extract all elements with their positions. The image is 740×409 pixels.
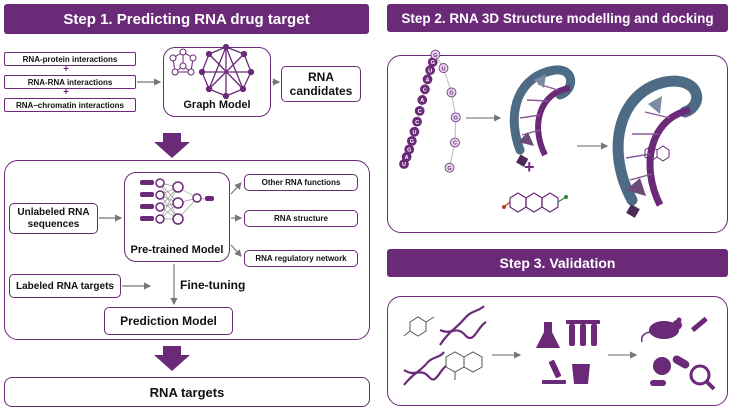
rna-bead [412, 116, 422, 127]
rna-base-label: A [405, 155, 409, 161]
rna-base-label: G [410, 139, 414, 145]
rna-base-label: G [407, 148, 411, 154]
fine-tuning-label: Fine-tuning [180, 278, 246, 292]
rna-candidates-box: RNA candidates [281, 66, 361, 102]
docked-complex-structure [612, 75, 703, 218]
rna-regulatory-network-box: RNA regulatory network [244, 250, 358, 267]
rna-base-label: G [449, 91, 453, 97]
other-rna-functions-box: Other RNA functions [244, 174, 358, 191]
rna-bead [422, 74, 433, 85]
rna-bead [414, 105, 425, 116]
rna-base-label: G [431, 60, 435, 66]
graph-network-icon [169, 48, 197, 76]
plus-sign-1: + [63, 64, 69, 75]
rna-base-label: A [426, 77, 430, 83]
rna-base-label: G [454, 116, 458, 122]
rna-bead [450, 112, 461, 123]
rna-chromatin-interactions-box: RNA–chromatin interactions [4, 98, 136, 112]
lab-equipment-icon [536, 320, 600, 384]
rna-base-label: G [433, 53, 437, 59]
step1-banner: Step 1. Predicting RNA drug target [4, 4, 369, 34]
rna-bead [406, 136, 417, 146]
rna-bead [444, 162, 455, 173]
rna-base-label: C [453, 141, 457, 147]
rna-targets-box: RNA targets [4, 377, 370, 407]
labeled-rna-targets-box: Labeled RNA targets [9, 274, 121, 298]
rna-bead [417, 95, 428, 105]
rna-structure-box: RNA structure [244, 210, 358, 227]
graph-model-label: Graph Model [183, 99, 251, 111]
step2-banner: Step 2. RNA 3D Structure modelling and d… [387, 4, 728, 32]
rna-bead [446, 87, 457, 98]
neural-network-icon [140, 178, 214, 225]
rna-base-label: U [441, 66, 445, 72]
rna-protein-interactions-box: RNA-protein interactions [4, 52, 136, 66]
prediction-model-box: Prediction Model [104, 307, 233, 335]
pretrained-model-label: Pre-trained Model [130, 244, 224, 256]
unlabeled-rna-box: Unlabeled RNA sequences [9, 203, 98, 234]
rna-base-label: C [423, 87, 427, 93]
ligand-molecule [502, 192, 568, 213]
rna-bead [420, 84, 430, 95]
step3-panel [387, 296, 728, 406]
rna-base-label: C [418, 109, 422, 115]
rna-3d-structure [509, 65, 576, 167]
plus-sign-2: + [63, 87, 69, 98]
rna-base-label: C [415, 120, 419, 126]
rna-base-label: G [447, 166, 451, 172]
rna-bead [450, 137, 460, 148]
step2-plus-sign: + [524, 157, 535, 177]
dna-helix-icon [403, 305, 487, 386]
animal-testing-icon [640, 317, 716, 391]
rna-bead [409, 126, 420, 137]
rna-rna-interactions-box: RNA-RNA interactions [4, 75, 136, 89]
rna-base-label: U [428, 68, 432, 74]
graph-polygon-icon [198, 43, 255, 100]
rna-base-label: U [412, 130, 416, 136]
graph-model-box: Graph Model [163, 47, 271, 117]
rna-base-label: A [420, 98, 424, 104]
down-arrow-2 [154, 346, 190, 371]
down-arrow-1 [154, 133, 190, 158]
step1-connectors [99, 78, 281, 306]
rna-bead [430, 49, 441, 60]
rna-base-label: U [402, 162, 406, 168]
rna-bead [438, 63, 449, 73]
step3-banner: Step 3. Validation [387, 249, 728, 277]
